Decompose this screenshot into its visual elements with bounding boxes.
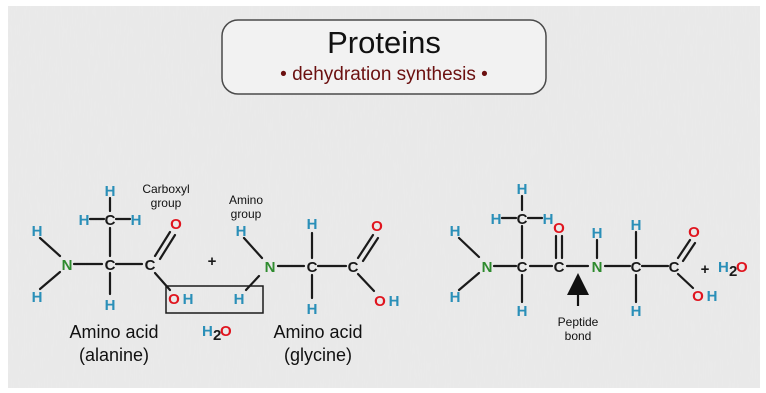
atom-carbon: C (517, 211, 528, 228)
atom-hydrogen: H (79, 212, 90, 229)
atom-carbon: C (348, 259, 359, 276)
atom-carbon: C (105, 212, 116, 229)
atom-carbon: C (669, 259, 680, 276)
atom-hydrogen: H (105, 183, 116, 200)
atom-oxygen: O (371, 218, 383, 235)
plus-sign: + (701, 261, 710, 278)
atom-nitrogen: N (592, 259, 603, 276)
atom-hydrogen: H (517, 181, 528, 198)
atom-hydrogen: H (491, 211, 502, 228)
hydroxyl-hydrogen: H (389, 293, 400, 310)
hydroxyl-oxygen: O (168, 291, 180, 308)
amino-acid-caption: Amino acid (69, 322, 158, 342)
atom-hydrogen: H (105, 297, 116, 314)
water-oxygen: O (220, 323, 232, 340)
water-subscript: 2 (213, 327, 221, 344)
atom-nitrogen: N (62, 257, 73, 274)
atom-hydrogen: H (631, 217, 642, 234)
water-hydrogen: H (202, 323, 213, 340)
carboxyl-group-label: Carboxyl (142, 182, 189, 196)
atom-oxygen: O (553, 220, 565, 237)
atom-oxygen: O (688, 224, 700, 241)
atom-carbon: C (554, 259, 565, 276)
atom-carbon: C (145, 257, 156, 274)
peptide-bond-label: Peptide (558, 315, 599, 329)
atom-hydrogen: H (450, 289, 461, 306)
title-box (221, 19, 547, 95)
atom-hydrogen: H (234, 291, 245, 308)
atom-carbon: C (517, 259, 528, 276)
atom-nitrogen: N (482, 259, 493, 276)
plus-sign: + (208, 253, 217, 270)
atom-hydrogen: H (236, 223, 247, 240)
atom-carbon: C (105, 257, 116, 274)
atom-hydrogen: H (307, 301, 318, 318)
atom-carbon: C (307, 259, 318, 276)
amino-acid-caption: (glycine) (284, 345, 352, 365)
atom-hydrogen: H (517, 303, 528, 320)
atom-hydrogen: H (32, 289, 43, 306)
water-hydrogen: H (718, 259, 729, 276)
atom-carbon: C (631, 259, 642, 276)
atom-oxygen: O (170, 216, 182, 233)
atom-hydrogen: H (592, 225, 603, 242)
hydroxyl-oxygen: O (374, 293, 386, 310)
atom-hydrogen: H (450, 223, 461, 240)
glycine-molecule: H H N C H H C O O H (234, 216, 400, 318)
hydroxyl-hydrogen: H (183, 291, 194, 308)
amino-acid-caption: Amino acid (273, 322, 362, 342)
amino-group-label: Amino (229, 193, 263, 207)
water-oxygen: O (736, 259, 748, 276)
carboxyl-group-label: group (151, 196, 182, 210)
peptide-bond-label: bond (565, 329, 592, 343)
amino-acid-caption: (alanine) (79, 345, 149, 365)
water-subscript: 2 (729, 263, 737, 280)
hydroxyl-oxygen: O (692, 288, 704, 305)
atom-nitrogen: N (265, 259, 276, 276)
atom-hydrogen: H (543, 211, 554, 228)
atom-hydrogen: H (131, 212, 142, 229)
atom-hydrogen: H (631, 303, 642, 320)
product-water: H 2 O (718, 259, 748, 280)
released-water: H 2 O (202, 323, 232, 344)
page-title: Proteins (327, 25, 441, 60)
alanine-molecule: H H N C C H H H H C O O H (32, 183, 194, 314)
amino-group-label: group (231, 207, 262, 221)
atom-hydrogen: H (32, 223, 43, 240)
dipeptide-molecule: H H N C C H H H H C O N H C H H C O O H (450, 181, 718, 320)
hydroxyl-hydrogen: H (707, 288, 718, 305)
page-subtitle: • dehydration synthesis • (280, 64, 488, 85)
water-removal-box (165, 285, 264, 314)
atom-hydrogen: H (307, 216, 318, 233)
